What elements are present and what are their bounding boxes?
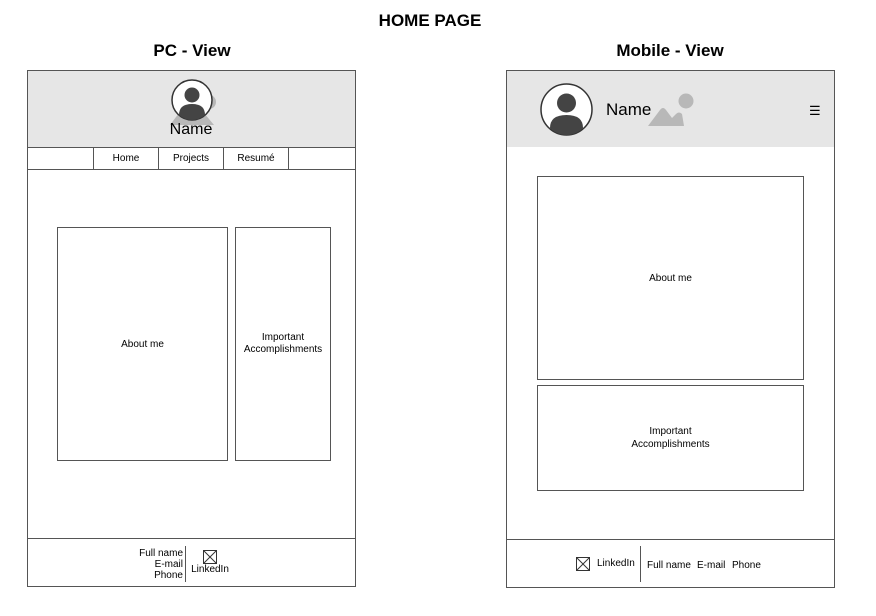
pc-accomplishments-box: Important Accomplishments: [235, 227, 331, 461]
mobile-footer-divider: [640, 546, 641, 582]
page-title: HOME PAGE: [378, 11, 482, 30]
mobile-accomplishments-box: Important Accomplishments: [537, 385, 804, 491]
user-avatar-icon: [540, 83, 593, 136]
mobile-footer-email: E-mail: [697, 560, 726, 571]
image-placeholder-icon: [648, 93, 694, 126]
pc-footer-email: E-mail: [154, 559, 183, 570]
mobile-footer-linkedin[interactable]: LinkedIn: [597, 558, 635, 569]
nav-projects[interactable]: Projects: [158, 147, 224, 170]
pc-about-label: About me: [121, 338, 164, 350]
pc-footer-contact: Full name E-mail Phone: [118, 548, 183, 581]
mobile-view-title: Mobile - View: [616, 41, 724, 60]
mobile-footer-full-name: Full name: [647, 560, 691, 571]
user-avatar-icon: [171, 79, 213, 121]
pc-name-label: Name: [169, 121, 213, 138]
pc-footer-linkedin[interactable]: LinkedIn: [191, 564, 229, 575]
pc-accomplishments-label: Important Accomplishments: [243, 332, 323, 355]
mobile-footer-phone: Phone: [732, 560, 761, 571]
pc-frame: Name Home Projects Resumé About me Impor…: [27, 70, 356, 587]
mobile-name-label: Name: [606, 100, 652, 119]
mobile-about-label: About me: [649, 272, 692, 284]
mobile-frame: Name ☰ About me Important Accomplishment…: [506, 70, 835, 588]
pc-footer-full-name: Full name: [139, 548, 183, 559]
pc-footer-divider: [185, 546, 186, 582]
mobile-accomplishments-label: Important Accomplishments: [631, 426, 710, 450]
nav-home[interactable]: Home: [93, 147, 159, 170]
linkedin-icon[interactable]: [203, 550, 217, 564]
linkedin-icon[interactable]: [576, 557, 590, 571]
pc-about-box: About me: [57, 227, 228, 461]
nav-resume[interactable]: Resumé: [223, 147, 289, 170]
hamburger-menu-icon[interactable]: ☰: [809, 103, 821, 118]
mobile-footer-border: [507, 539, 834, 540]
pc-view-title: PC - View: [153, 41, 231, 60]
pc-footer-border: [28, 538, 355, 539]
pc-footer-phone: Phone: [154, 570, 183, 581]
mobile-about-box: About me: [537, 176, 804, 380]
